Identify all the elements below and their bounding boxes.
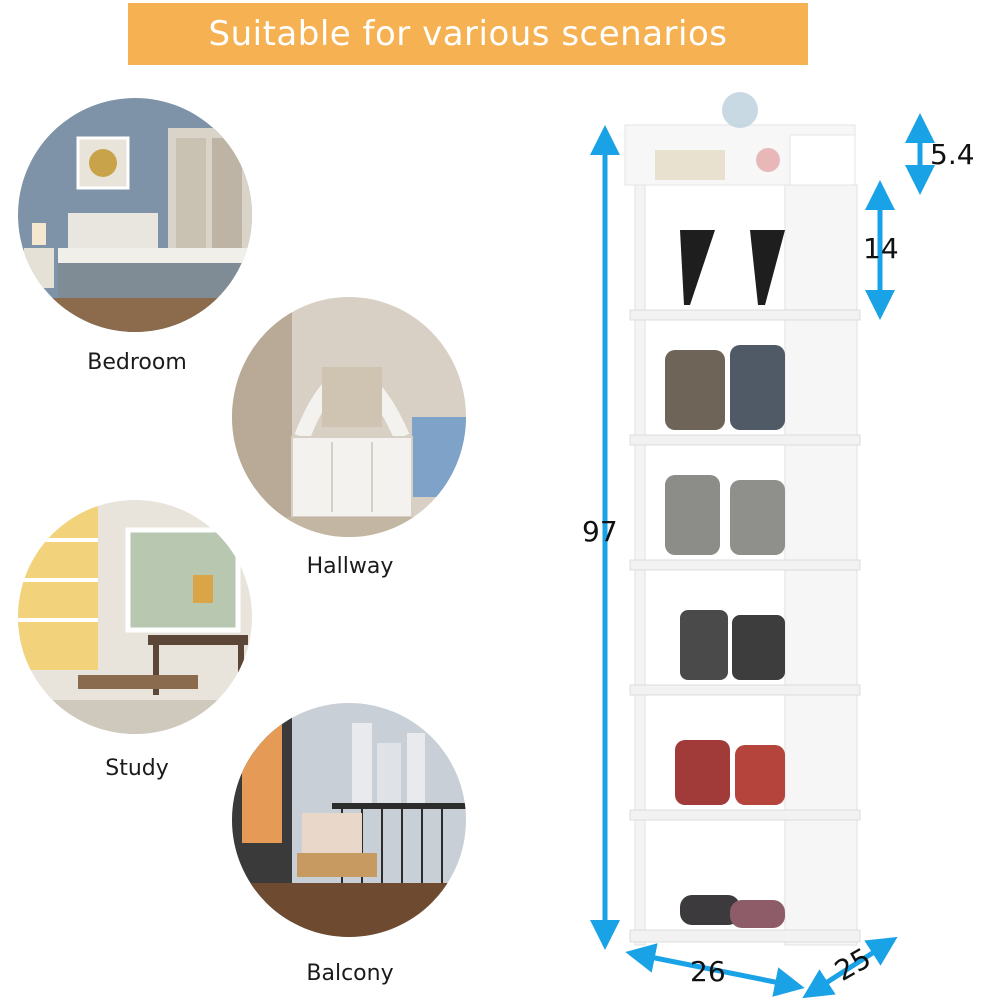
hallway-label: Hallway <box>306 554 394 579</box>
balcony-photo <box>232 703 466 937</box>
shoe-rack-diagram <box>580 80 1000 1000</box>
hallway-photo <box>232 297 466 537</box>
banner-title: Suitable for various scenarios <box>208 14 728 54</box>
top-rail-dimension-label: 5.4 <box>930 138 975 171</box>
banner: Suitable for various scenarios <box>128 3 808 65</box>
bedroom-label: Bedroom <box>87 350 187 375</box>
study-label: Study <box>105 756 169 781</box>
bedroom-photo <box>18 98 252 332</box>
study-photo <box>18 500 252 734</box>
shelf-gap-dimension-label: 14 <box>863 232 899 265</box>
height-dimension-label: 97 <box>582 515 618 548</box>
width-dimension-label: 26 <box>690 955 726 988</box>
balcony-label: Balcony <box>306 961 394 986</box>
